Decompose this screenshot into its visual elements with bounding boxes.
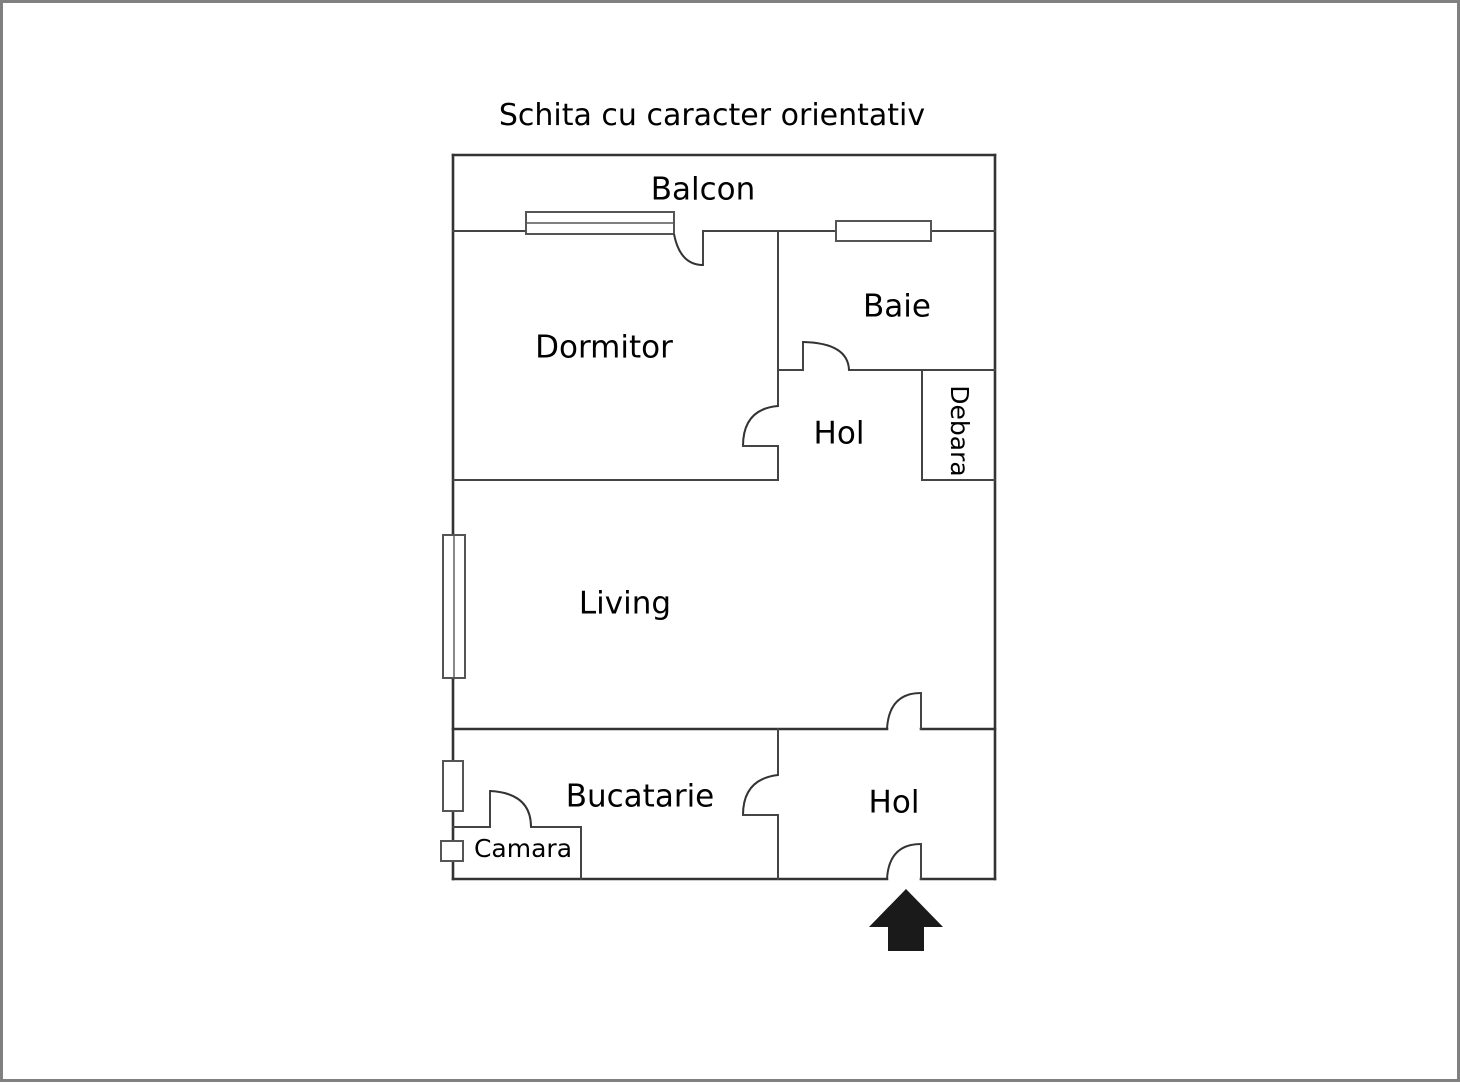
room-label-bucatarie: Bucatarie: [566, 779, 715, 815]
door-arc-living-hol: [886, 692, 922, 730]
room-debara: Debara: [921, 369, 996, 481]
window-living: [442, 534, 466, 679]
window-dormitor-balcony: [525, 211, 704, 266]
room-living: Living: [451, 586, 997, 731]
room-label-camara: Camara: [474, 834, 572, 863]
window-bucatarie: [442, 760, 464, 812]
door-dormitor-hol: [742, 405, 779, 447]
window-baie: [835, 220, 932, 242]
room-label-dormitor: Dormitor: [535, 330, 673, 366]
entrance-group: [869, 843, 943, 951]
window-frame-camara: [440, 840, 464, 862]
door-camara: [489, 790, 532, 828]
door-bucatarie-hol: [742, 774, 779, 816]
building-outline: [451, 153, 997, 881]
room-label-baie: Baie: [863, 289, 931, 325]
room-label-living: Living: [579, 586, 671, 622]
floor-plan-drawing: Schita cu caracter orientativ: [440, 98, 997, 951]
door-arc-entrance: [886, 843, 922, 880]
door-arc-dormitor: [742, 405, 779, 447]
room-label-hol-upper: Hol: [814, 416, 865, 452]
window-camara: [440, 840, 464, 862]
door-hol-baie: [802, 341, 850, 371]
room-hol-upper: Hol: [814, 416, 865, 452]
page-title: Schita cu caracter orientativ: [499, 98, 925, 133]
room-bucatarie: Bucatarie: [566, 728, 779, 880]
room-balcon: Balcon: [452, 172, 996, 266]
door-arc-baie: [802, 341, 850, 371]
room-label-hol-lower: Hol: [869, 785, 920, 821]
room-label-balcon: Balcon: [651, 172, 756, 208]
room-label-debara: Debara: [945, 385, 974, 476]
entrance-arrow-icon: [869, 889, 943, 951]
room-hol-lower: Hol: [869, 785, 920, 821]
window-frame-bucatarie: [442, 760, 464, 812]
room-baie: Baie: [777, 289, 996, 371]
window-frame-baie: [835, 220, 932, 242]
door-arc-balcony: [673, 233, 704, 266]
room-camara: Camara: [452, 790, 582, 880]
door-arc-bucatarie-hol: [742, 774, 779, 816]
room-dormitor: Dormitor: [452, 230, 779, 481]
door-living-hol: [886, 692, 922, 730]
door-arc-camara: [489, 790, 532, 828]
